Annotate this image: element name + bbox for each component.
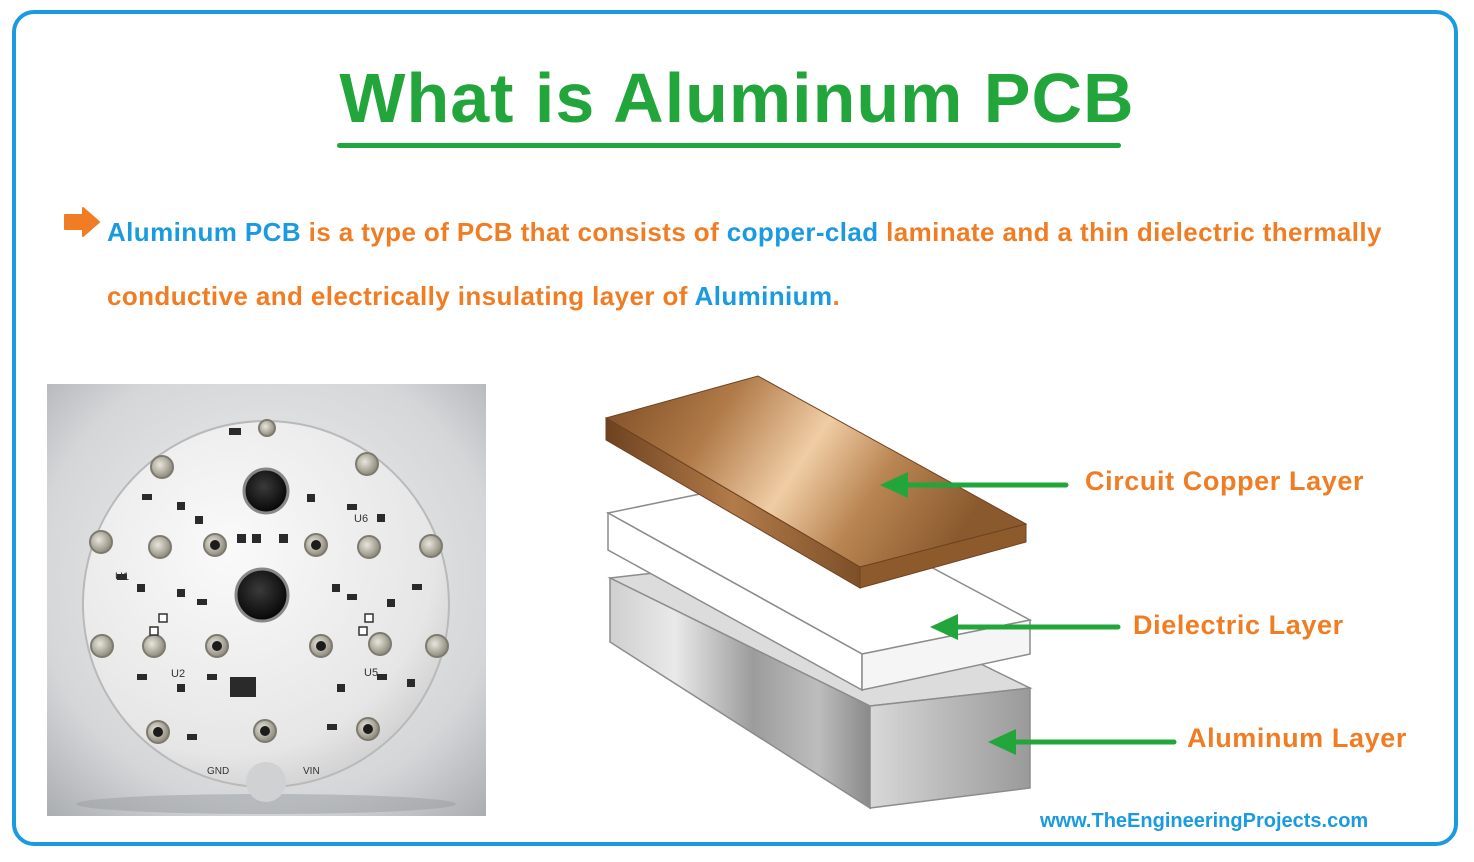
description-term: Aluminum PCB (107, 217, 302, 247)
silkscreen-u5: U5 (364, 667, 378, 679)
silkscreen-vin: VIN (303, 766, 320, 777)
dielectric-pointer-arrow-icon (930, 614, 1121, 640)
aluminum-layer-label: Aluminum Layer (1187, 723, 1407, 753)
website-link[interactable]: www.TheEngineeringProjects.com (1040, 810, 1369, 832)
description-highlight: copper-clad (726, 217, 879, 247)
right-arrow-icon (64, 207, 100, 237)
title-underline (337, 143, 1121, 148)
description-segment: is a type of PCB that consists of (301, 217, 727, 247)
aluminum-pcb-photo: U1 U2 U5 U6 GND VIN (47, 384, 486, 816)
page-title: What is Aluminum PCB (339, 59, 1135, 137)
copper-pointer-arrow-icon (880, 472, 1069, 498)
description-highlight: Aluminium (694, 281, 833, 311)
layer-stack-illustration (604, 375, 1033, 810)
description-text: Aluminum PCB is a type of PCB that consi… (107, 200, 1452, 328)
silkscreen-gnd: GND (207, 766, 229, 777)
aluminum-pointer-arrow-icon (988, 729, 1177, 755)
silkscreen-u6: U6 (354, 513, 368, 525)
circuit-copper-layer-label: Circuit Copper Layer (1085, 466, 1365, 496)
description-period: . (832, 281, 841, 311)
dielectric-layer-label: Dielectric Layer (1133, 610, 1344, 640)
silkscreen-u1: U1 (115, 571, 129, 583)
silkscreen-u2: U2 (171, 668, 185, 680)
description-segment: laminate and a thin dielectric thermally… (107, 217, 1382, 311)
